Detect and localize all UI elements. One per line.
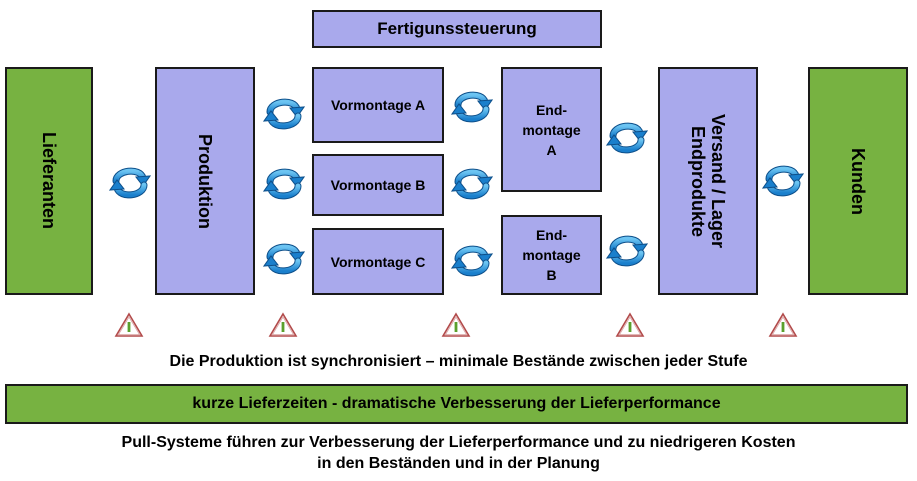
warning-triangle-icon	[114, 312, 144, 338]
pull-system-line1: Pull-Systeme führen zur Verbesserung der…	[121, 434, 796, 451]
warning-triangle-icon	[268, 312, 298, 338]
lead-time-banner-text: kurze Lieferzeiten - dramatische Verbess…	[192, 395, 721, 412]
warning-triangle-icon	[768, 312, 798, 338]
fertigungssteuerung-label: Fertigunssteuerung	[377, 19, 537, 38]
premount-b-label: Vormontage B	[330, 177, 426, 193]
premount-b-box: Vormontage B	[312, 154, 444, 216]
sync-note: Die Produktion ist synchronisiert – mini…	[169, 353, 748, 370]
final-assembly-a-box: End- montage A	[501, 67, 602, 192]
cycle-arrows-icon	[762, 162, 804, 200]
final-assembly-b-line1: End-	[535, 227, 568, 243]
suppliers-box: Lieferanten	[5, 67, 93, 295]
shipping-label: Versand / Lager Endprodukte	[688, 114, 728, 248]
shipping-box: Versand / Lager Endprodukte	[658, 67, 758, 295]
cycle-arrows-icon	[109, 164, 151, 202]
cycle-arrows-icon	[263, 95, 305, 133]
customers-box: Kunden	[808, 67, 908, 295]
shipping-line2: Endprodukte	[688, 125, 708, 237]
cycle-arrows-icon	[606, 232, 648, 270]
warning-triangle-icon	[441, 312, 471, 338]
pull-system-line2: in den Beständen und in der Planung	[317, 455, 600, 472]
suppliers-label: Lieferanten	[39, 132, 59, 230]
cycle-arrows-icon	[263, 240, 305, 278]
cycle-arrows-icon	[606, 119, 648, 157]
final-assembly-b-box: End- montage B	[501, 215, 602, 295]
warning-triangle-icon	[615, 312, 645, 338]
customers-label: Kunden	[848, 147, 868, 215]
pull-system-note: Pull-Systeme führen zur Verbesserung der…	[0, 432, 917, 474]
premount-a-label: Vormontage A	[330, 97, 426, 113]
final-assembly-a-line2: montage	[522, 121, 581, 138]
fertigungssteuerung-box: Fertigunssteuerung	[312, 10, 602, 48]
production-label: Produktion	[195, 133, 215, 229]
premount-c-box: Vormontage C	[312, 228, 444, 295]
final-assembly-b-line2: montage	[522, 247, 581, 263]
lead-time-banner: kurze Lieferzeiten - dramatische Verbess…	[5, 384, 908, 424]
cycle-arrows-icon	[451, 165, 493, 203]
cycle-arrows-icon	[451, 88, 493, 126]
shipping-line1: Versand / Lager	[708, 113, 728, 249]
final-assembly-a-line3: A	[546, 141, 557, 158]
premount-c-label: Vormontage C	[330, 253, 426, 270]
premount-a-box: Vormontage A	[312, 67, 444, 143]
final-assembly-a-line1: End-	[535, 101, 568, 118]
cycle-arrows-icon	[451, 242, 493, 280]
cycle-arrows-icon	[263, 165, 305, 203]
final-assembly-b-line3: B	[546, 267, 557, 283]
production-box: Produktion	[155, 67, 255, 295]
